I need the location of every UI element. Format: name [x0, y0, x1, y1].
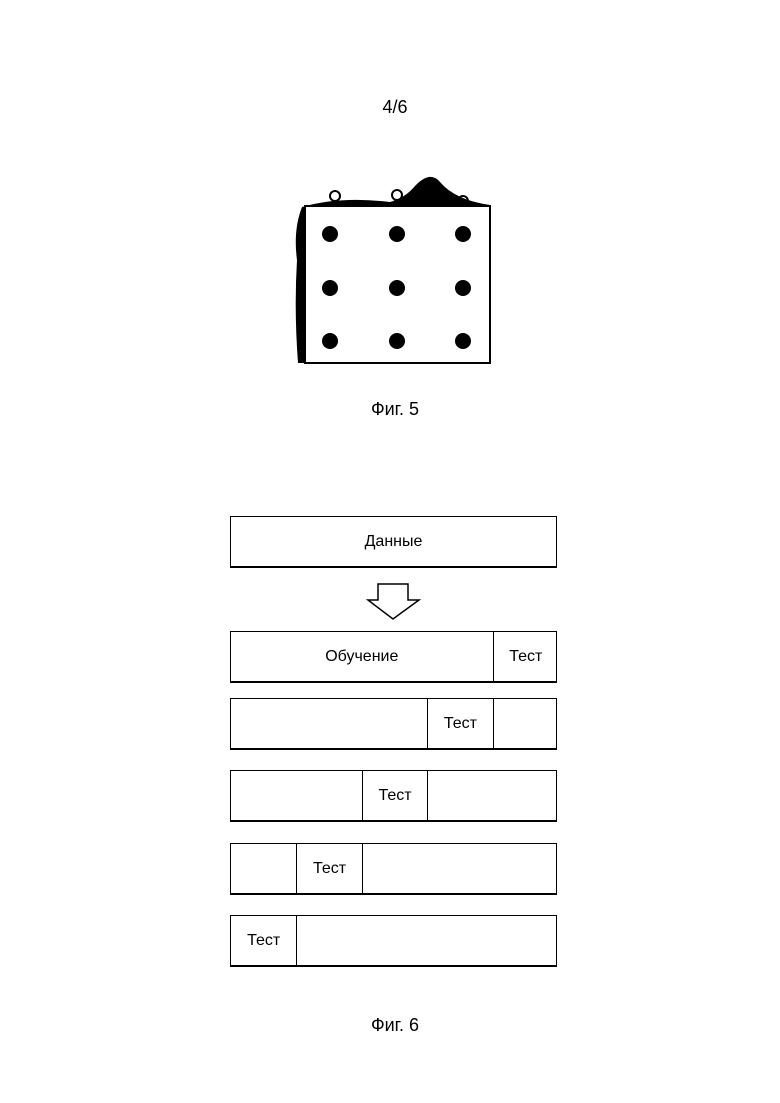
train-segment [231, 771, 362, 820]
fig5-dot [455, 280, 471, 296]
train-segment [362, 844, 558, 893]
fig5-dot [322, 333, 338, 349]
fold-row: ОбучениеТест [230, 631, 557, 683]
fig5-grid-panel [280, 160, 510, 380]
fig5-dot [322, 226, 338, 242]
fig5-dot [322, 280, 338, 296]
train-segment [493, 699, 558, 748]
fig5-caption: Фиг. 5 [350, 399, 440, 420]
fold-row: Тест [230, 698, 557, 750]
train-segment: Обучение [231, 632, 493, 681]
test-segment: Тест [231, 916, 296, 965]
train-segment [231, 699, 427, 748]
fig5-dot [455, 226, 471, 242]
fig5-dot [455, 333, 471, 349]
train-segment [427, 771, 558, 820]
fold-row: Тест [230, 770, 557, 822]
fig5-dot [389, 333, 405, 349]
fig5-dot [389, 226, 405, 242]
fig6-caption: Фиг. 6 [350, 1015, 440, 1036]
test-segment: Тест [427, 699, 492, 748]
train-segment [296, 916, 558, 965]
data-box: Данные [230, 516, 557, 568]
fold-row: Тест [230, 915, 557, 967]
data-label: Данные [231, 517, 556, 566]
fold-row: Тест [230, 843, 557, 895]
test-segment: Тест [296, 844, 361, 893]
train-segment [231, 844, 296, 893]
test-segment: Тест [362, 771, 427, 820]
fig5-dot [389, 280, 405, 296]
page-number: 4/6 [360, 97, 430, 118]
down-arrow-icon [365, 582, 423, 622]
test-segment: Тест [493, 632, 558, 681]
